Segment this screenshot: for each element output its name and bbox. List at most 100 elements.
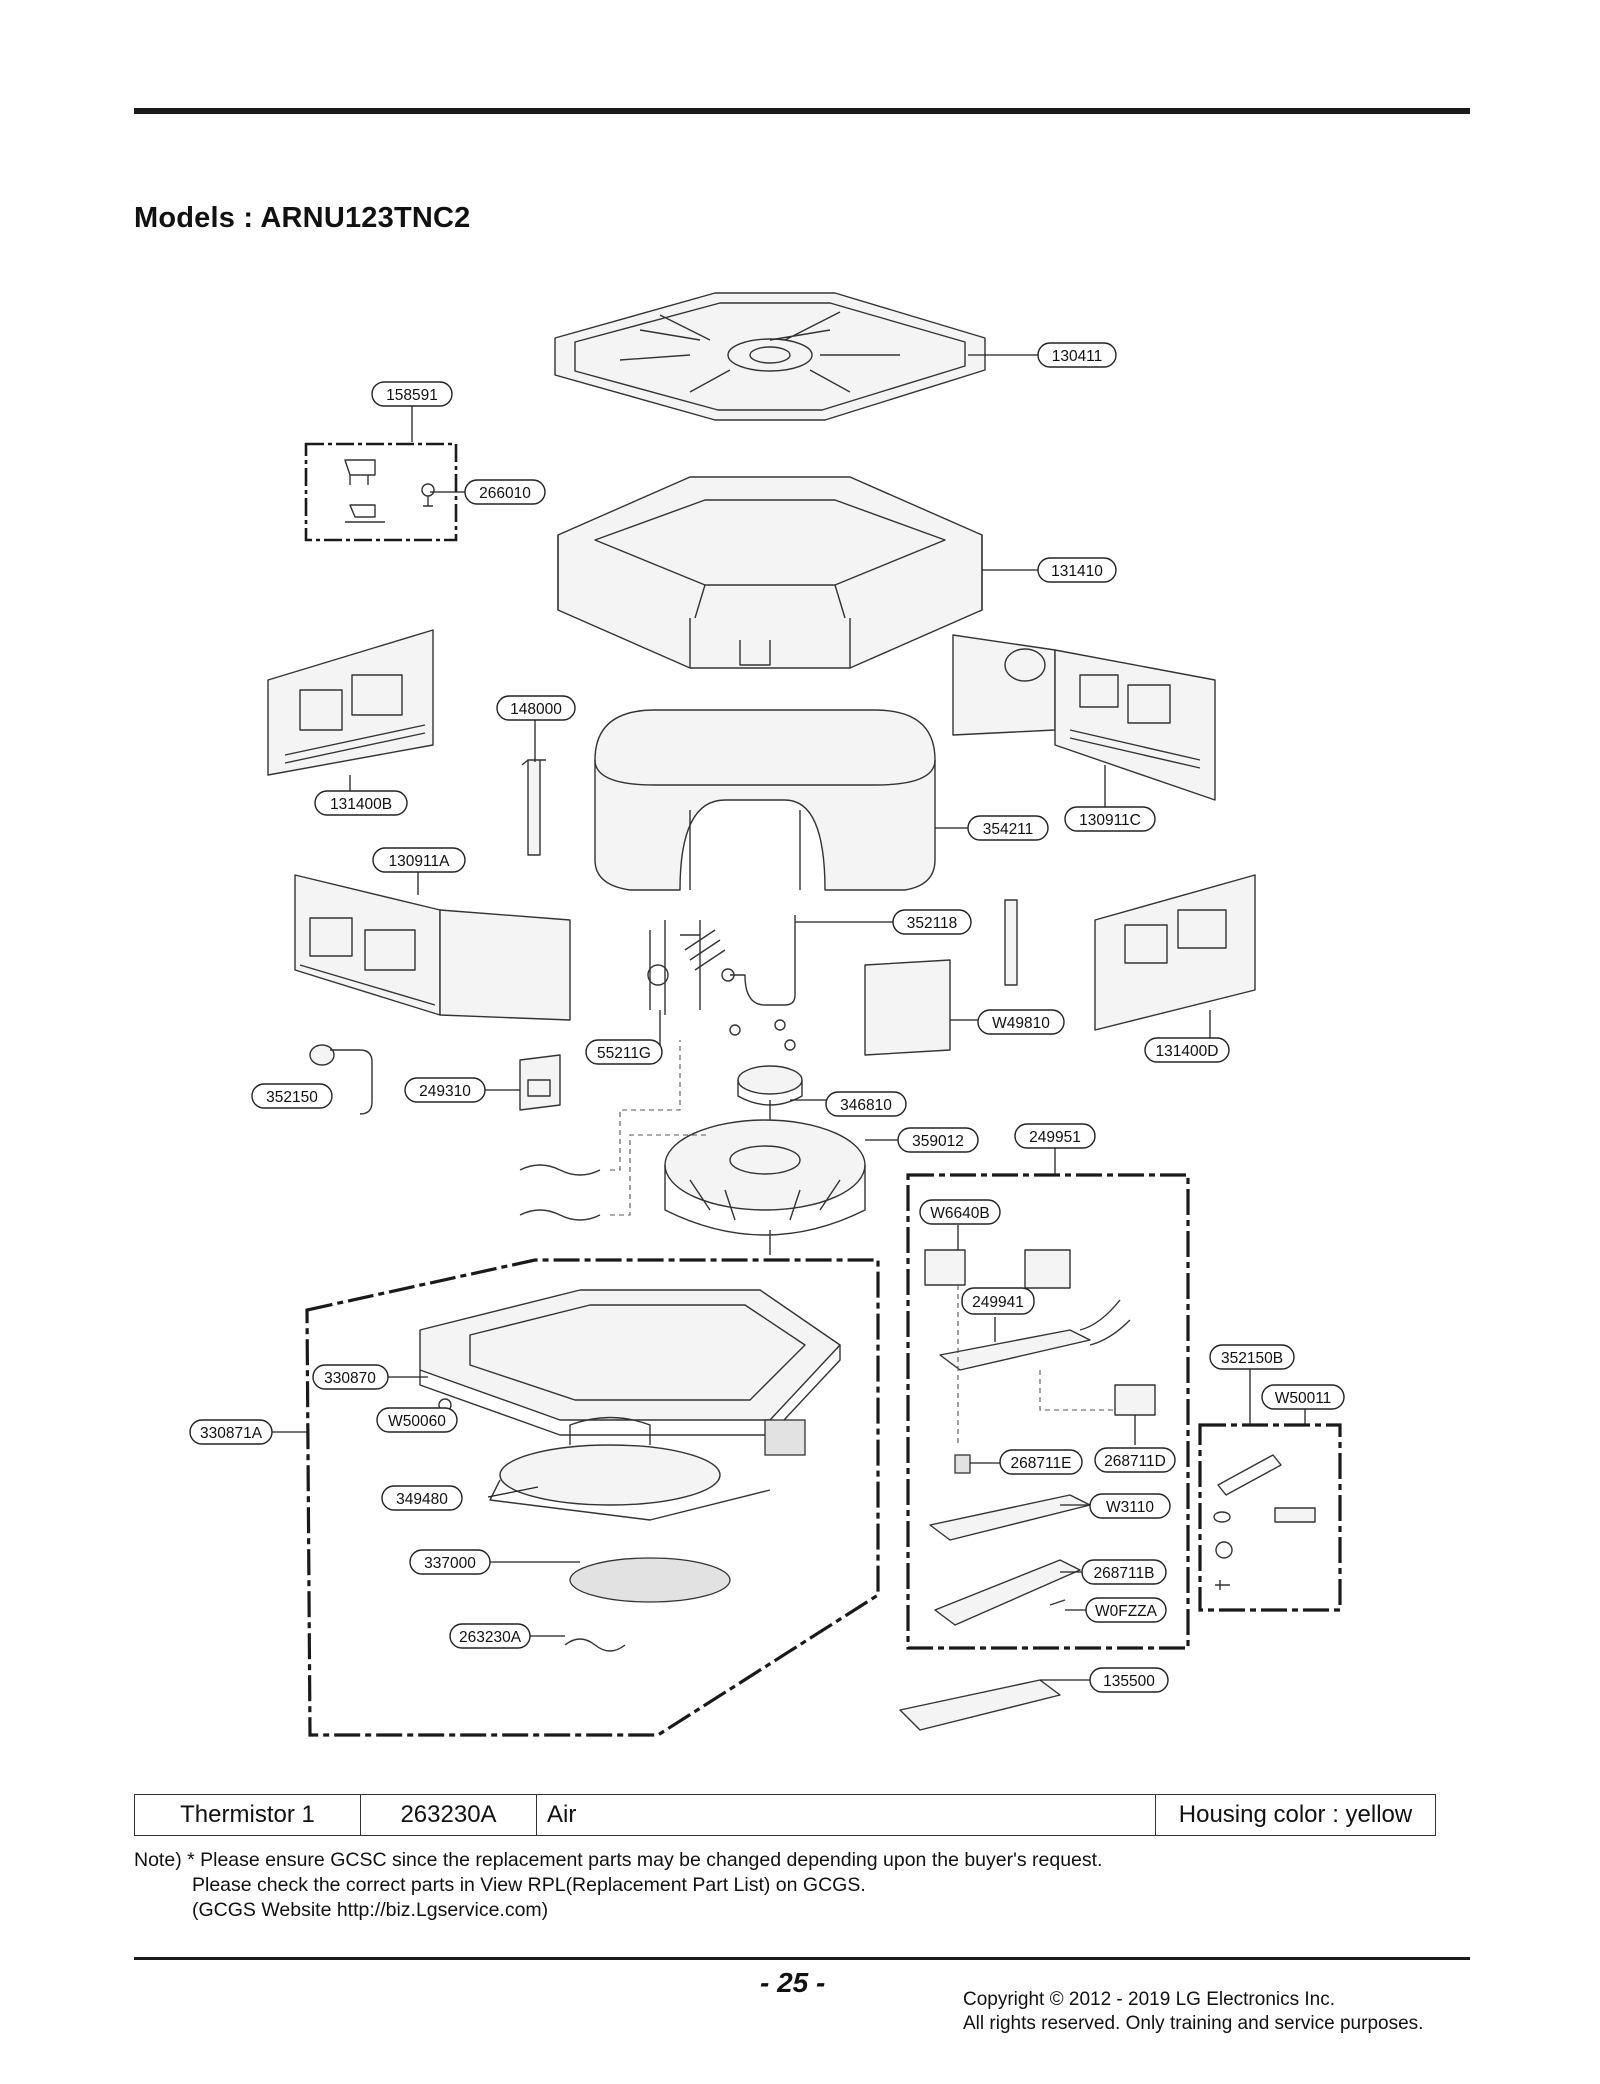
part-148000-bracket (521, 759, 546, 856)
part-55211G-valve (647, 920, 726, 1015)
part-label-131400D: 131400D (1144, 1037, 1230, 1063)
svg-text:W50011: W50011 (1275, 1390, 1332, 1407)
part-label-268711B: 268711B (1081, 1559, 1167, 1585)
svg-text:352150: 352150 (266, 1089, 318, 1106)
svg-text:352150B: 352150B (1221, 1350, 1283, 1367)
svg-text:337000: 337000 (424, 1555, 476, 1572)
svg-text:W50060: W50060 (388, 1413, 446, 1430)
svg-text:330871A: 330871A (200, 1425, 263, 1442)
svg-text:131400D: 131400D (1156, 1043, 1219, 1060)
part-label-330871A: 330871A (189, 1419, 273, 1445)
thermistor-spec-table: Thermistor 1 263230A Air Housing color :… (134, 1794, 1436, 1836)
part-label-W50060: W50060 (376, 1407, 458, 1433)
note-line-3: (GCGS Website http://biz.Lgservice.com) (192, 1899, 549, 1921)
part-W49810-panel (864, 899, 1018, 1056)
part-label-337000: 337000 (409, 1549, 491, 1575)
part-346810-motor (729, 1019, 803, 1120)
part-label-346810: 346810 (825, 1091, 907, 1117)
part-label-354211: 354211 (967, 815, 1049, 841)
part-130411-panel (554, 292, 986, 421)
part-label-359012: 359012 (897, 1127, 979, 1153)
part-label-352150: 352150 (251, 1083, 333, 1109)
part-label-266010: 266010 (464, 479, 546, 505)
svg-text:135500: 135500 (1103, 1673, 1155, 1690)
table-row: Thermistor 1 263230A Air Housing color :… (134, 1794, 1436, 1836)
part-label-349480: 349480 (381, 1485, 463, 1511)
svg-text:354211: 354211 (983, 821, 1034, 838)
svg-text:W3110: W3110 (1106, 1499, 1154, 1516)
svg-text:330870: 330870 (324, 1370, 376, 1387)
part-label-W49810: W49810 (977, 1009, 1065, 1035)
table-cell-part-number: 263230A (360, 1794, 537, 1836)
part-label-249310: 249310 (404, 1077, 486, 1103)
part-359012-fan (664, 1119, 866, 1255)
part-label-W3110: W3110 (1089, 1493, 1171, 1519)
svg-text:268711B: 268711B (1094, 1565, 1155, 1582)
part-label-W0FZZA: W0FZZA (1085, 1597, 1167, 1623)
svg-text:268711D: 268711D (1104, 1453, 1166, 1470)
part-131400B-panel (267, 629, 434, 776)
note-line-2: Please check the correct parts in View R… (192, 1874, 866, 1896)
svg-text:130411: 130411 (1052, 348, 1103, 365)
part-label-131400B: 131400B (314, 790, 408, 816)
svg-text:W49810: W49810 (992, 1015, 1050, 1032)
part-249951-control-group (906, 1173, 1190, 1650)
part-131410-casing (557, 476, 983, 669)
note-line-1: Note) * Please ensure GCSC since the rep… (134, 1849, 1103, 1871)
copyright-block: Copyright © 2012 - 2019 LG Electronics I… (963, 1988, 1423, 2036)
part-label-158591: 158591 (371, 381, 453, 407)
part-label-263230A: 263230A (449, 1623, 531, 1649)
part-130911C-panel (952, 634, 1216, 801)
part-label-130911C: 130911C (1064, 806, 1156, 832)
part-131400D-panel (1094, 874, 1256, 1031)
part-label-249951: 249951 (1014, 1123, 1096, 1149)
svg-text:W0FZZA: W0FZZA (1095, 1603, 1158, 1620)
part-label-55211G: 55211G (585, 1039, 663, 1065)
svg-text:158591: 158591 (386, 387, 438, 404)
part-249310-bracket (519, 1054, 561, 1111)
svg-text:249941: 249941 (972, 1294, 1024, 1311)
part-label-352118: 352118 (892, 909, 972, 935)
wire-harness-left (519, 1040, 710, 1221)
svg-text:249951: 249951 (1029, 1129, 1081, 1146)
svg-text:131400B: 131400B (330, 796, 392, 813)
svg-text:130911A: 130911A (389, 853, 451, 870)
svg-text:W6640B: W6640B (930, 1205, 989, 1222)
table-cell-housing-color: Housing color : yellow (1155, 1794, 1436, 1836)
part-352118-pipe (721, 915, 796, 1006)
bottom-rule (134, 1957, 1470, 1960)
page-title: Models : ARNU123TNC2 (134, 202, 471, 234)
svg-text:249310: 249310 (419, 1083, 471, 1100)
part-label-130911A: 130911A (372, 847, 466, 873)
svg-text:266010: 266010 (479, 485, 531, 502)
part-330871A-group (305, 1258, 880, 1737)
part-label-135500: 135500 (1089, 1667, 1169, 1693)
part-label-268711D: 268711D (1094, 1447, 1176, 1473)
table-cell-type: Air (536, 1794, 1156, 1836)
part-label-131410: 131410 (1037, 557, 1117, 583)
svg-text:263230A: 263230A (459, 1629, 522, 1646)
part-label-148000: 148000 (496, 695, 576, 721)
svg-text:131410: 131410 (1051, 563, 1103, 580)
copyright-line-1: Copyright © 2012 - 2019 LG Electronics I… (963, 1989, 1336, 2010)
svg-text:268711E: 268711E (1011, 1455, 1072, 1472)
page-number: - 25 - (760, 1967, 826, 1998)
svg-text:55211G: 55211G (597, 1045, 651, 1062)
top-rule (134, 108, 1470, 114)
svg-text:346810: 346810 (840, 1097, 892, 1114)
svg-text:359012: 359012 (912, 1133, 964, 1150)
svg-text:130911C: 130911C (1079, 812, 1141, 829)
note-block: Note) * Please ensure GCSC since the rep… (134, 1848, 1102, 1923)
part-label-130411: 130411 (1037, 342, 1117, 368)
svg-text:148000: 148000 (510, 701, 562, 718)
svg-text:352118: 352118 (907, 915, 958, 932)
table-cell-part-name: Thermistor 1 (134, 1794, 361, 1836)
copyright-line-2: All rights reserved. Only training and s… (963, 2013, 1424, 2034)
part-label-W6640B: W6640B (919, 1199, 1001, 1225)
part-label-330870: 330870 (312, 1364, 389, 1390)
part-label-W50011: W50011 (1261, 1384, 1345, 1410)
part-label-249941: 249941 (961, 1287, 1035, 1315)
svg-text:349480: 349480 (396, 1491, 448, 1508)
part-354211-heat-exchanger (594, 709, 936, 891)
